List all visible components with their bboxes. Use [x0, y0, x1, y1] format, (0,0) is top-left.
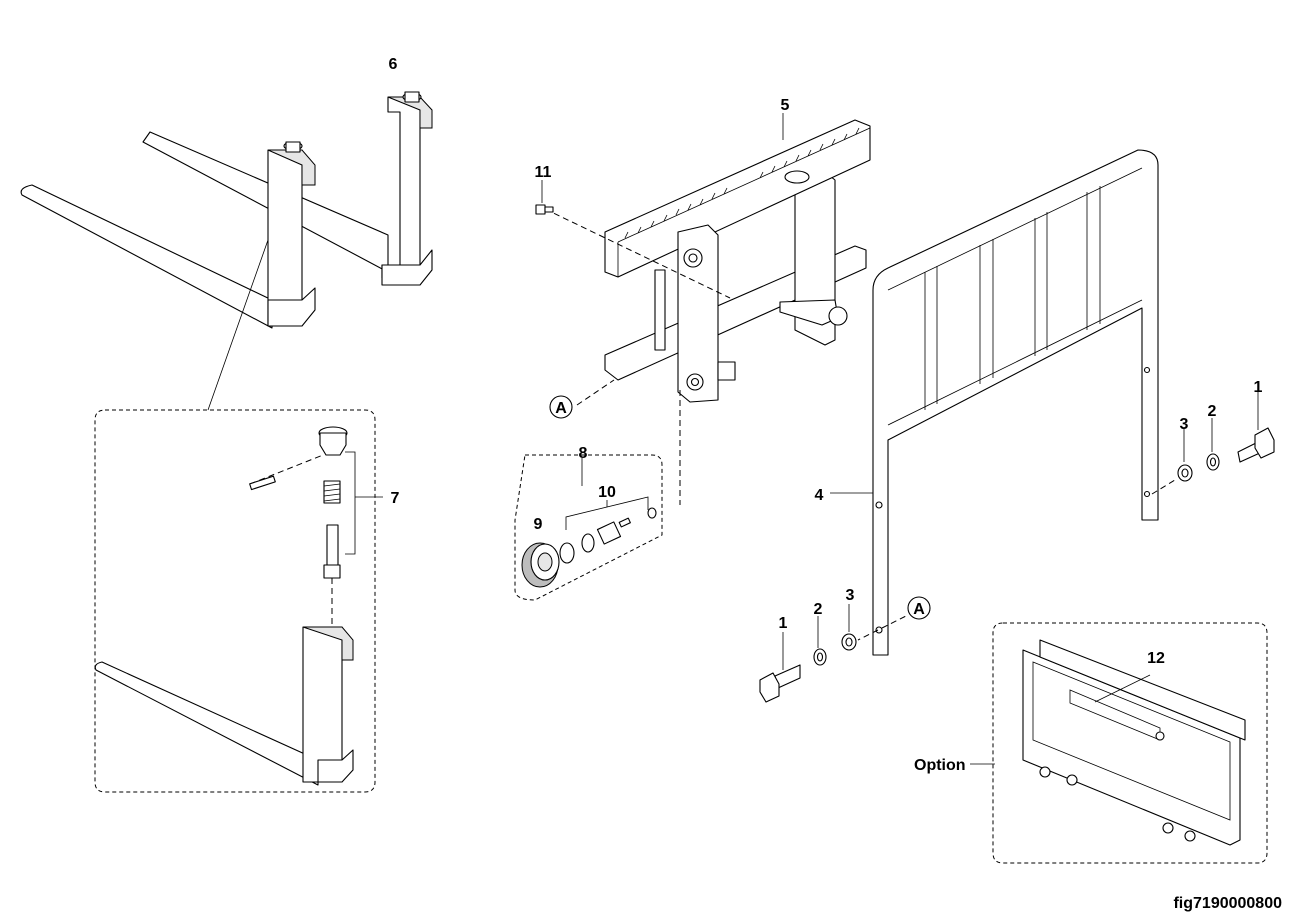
callout-1-right: 1 [1254, 379, 1263, 396]
figure-id: fig7190000800 [1173, 895, 1282, 912]
roller-parts [514, 454, 663, 601]
callout-6: 6 [389, 56, 398, 73]
callout-2-right: 2 [1208, 403, 1217, 420]
ref-a-text: A [555, 400, 567, 417]
forks-assembly [20, 91, 433, 411]
hardware-right [1151, 392, 1275, 495]
callout-12: 12 [1147, 650, 1165, 667]
option-label: Option [914, 757, 966, 774]
callout-8: 8 [579, 445, 588, 462]
callout-2-lower: 2 [814, 601, 823, 618]
callout-3-right: 3 [1180, 416, 1189, 433]
option-sideshifter [970, 622, 1268, 864]
callout-3-lower: 3 [846, 587, 855, 604]
hardware-lower [759, 604, 909, 703]
ref-marker-a-left: A [549, 395, 573, 419]
callout-1-lower: 1 [779, 615, 788, 632]
ref-a-text: A [913, 601, 925, 618]
callout-7: 7 [391, 490, 400, 507]
callout-11: 11 [535, 164, 552, 181]
fork-pin-detail [94, 409, 383, 793]
ref-marker-a-right: A [907, 596, 931, 620]
fork-carriage [544, 113, 871, 505]
callout-5: 5 [781, 97, 790, 114]
fork-front [20, 141, 316, 329]
load-guard [830, 149, 1159, 656]
callout-9: 9 [534, 516, 543, 533]
callout-4: 4 [815, 487, 824, 504]
fork-back [142, 91, 433, 286]
callout-10: 10 [598, 484, 616, 501]
screw-11 [535, 180, 554, 215]
